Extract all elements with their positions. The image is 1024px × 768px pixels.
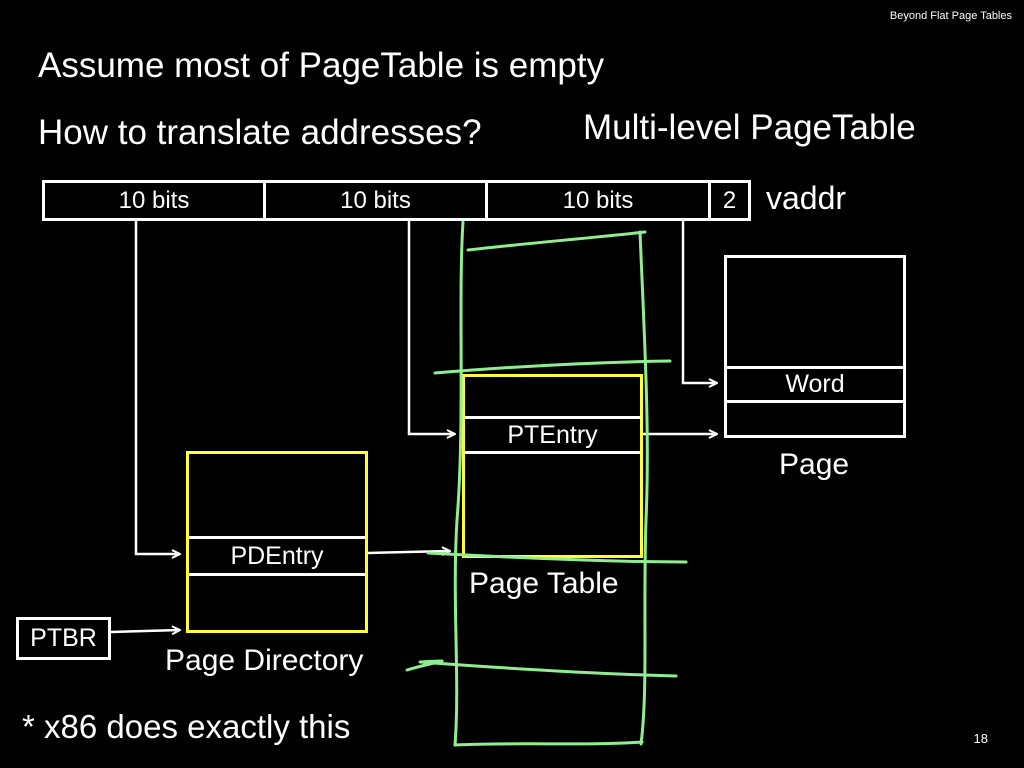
page-directory-box bbox=[186, 451, 368, 633]
arrow-ptbr-to-pagedirectory bbox=[110, 630, 180, 632]
ptbr-register: PTBR bbox=[16, 617, 111, 660]
page-directory-label: Page Directory bbox=[165, 644, 364, 677]
slide-line-1: Assume most of PageTable is empty bbox=[38, 46, 605, 85]
page-number: 18 bbox=[973, 731, 988, 746]
vaddr-field-4: 2 bbox=[708, 180, 751, 221]
slide-header: Beyond Flat Page Tables bbox=[889, 10, 1012, 22]
footnote: * x86 does exactly this bbox=[22, 708, 351, 745]
vaddr-label: vaddr bbox=[766, 180, 847, 216]
page-box bbox=[724, 255, 906, 438]
vaddr-field-2: 10 bits bbox=[263, 180, 488, 221]
page-table-entry: PTEntry bbox=[465, 416, 640, 454]
arrow-field4-to-word bbox=[681, 221, 717, 383]
page-word-entry: Word bbox=[724, 366, 906, 403]
arrow-field2-to-ptentry bbox=[407, 221, 455, 434]
page-table-box bbox=[462, 374, 643, 558]
page-label: Page bbox=[779, 448, 850, 481]
page-table-label: Page Table bbox=[469, 567, 619, 600]
vaddr-field-1: 10 bits bbox=[42, 180, 266, 221]
vaddr-field-3: 10 bits bbox=[485, 180, 711, 221]
slide-subtitle: Multi-level PageTable bbox=[583, 108, 916, 147]
arrow-field1-to-pdentry bbox=[134, 221, 180, 554]
arrow-pdentry-to-pagetable bbox=[367, 551, 450, 553]
slide-line-2: How to translate addresses? bbox=[38, 113, 482, 152]
page-directory-entry: PDEntry bbox=[189, 536, 365, 576]
